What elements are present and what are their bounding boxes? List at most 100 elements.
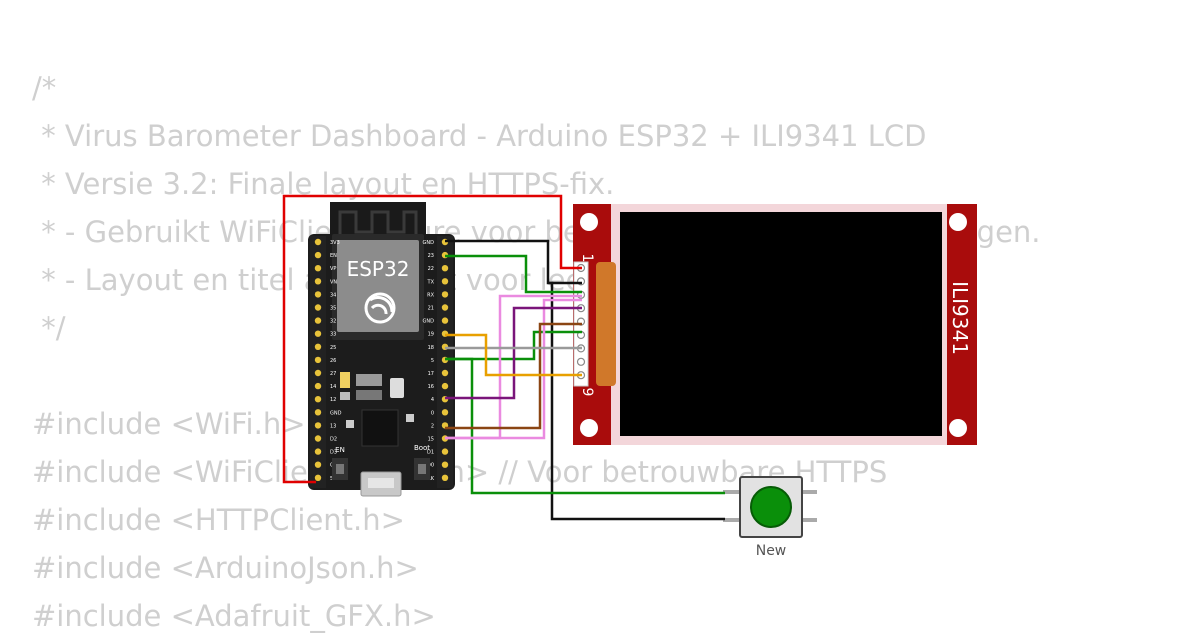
esp32-pin-label: 32 (330, 319, 336, 325)
esp32-pin-label: 19 (428, 332, 434, 338)
display-pin-first-label: 1 (579, 254, 595, 263)
esp32-pin-label: 5 (431, 358, 434, 364)
esp32-pin-label: 25 (330, 345, 336, 351)
esp32-pin[interactable] (441, 409, 449, 416)
esp32-pin[interactable] (314, 356, 322, 364)
esp32-pin-label: GND (330, 410, 342, 416)
esp32-pin-label: 27 (330, 371, 336, 377)
esp32-pin-label: D0 (427, 463, 434, 469)
pushbutton-label: New (756, 543, 787, 559)
esp32-pin[interactable] (314, 278, 322, 285)
esp32-pin[interactable] (314, 343, 322, 350)
esp32-pin-label: 21 (428, 306, 434, 312)
esp32-pin-label: D2 (330, 437, 337, 443)
code-line: /* (32, 71, 57, 105)
esp32-pin-label: 0 (431, 410, 434, 416)
esp32-pin[interactable] (314, 409, 322, 416)
esp32-pin-label: VP (330, 266, 336, 272)
mount-hole (949, 213, 967, 231)
mount-hole (949, 419, 967, 437)
esp32-pin[interactable] (441, 369, 449, 377)
esp32-pin[interactable] (441, 448, 449, 455)
code-line: * Virus Barometer Dashboard - Arduino ES… (32, 119, 927, 153)
esp32-pin-label: 4 (431, 397, 434, 403)
esp32-pin-label: 15 (428, 437, 434, 443)
esp32-pin-label: D3 (330, 450, 337, 456)
esp32-pin[interactable] (314, 304, 322, 311)
esp32-pin-label: GND (423, 319, 435, 325)
esp32-pin-label: D1 (427, 450, 434, 456)
usb-chip (361, 409, 399, 447)
wire-gnd-black (445, 239, 582, 285)
esp32-pin[interactable] (441, 291, 449, 298)
boot-label: Boot (414, 444, 430, 452)
code-line: #include <Adafruit_GFX.h> (32, 599, 436, 633)
esp32-board[interactable]: ESP32 3V3ENVPVN343532332526271412GND13D2… (308, 202, 455, 497)
esp32-pin-label: RX (427, 292, 434, 298)
esp32-pin[interactable] (314, 396, 322, 403)
esp32-pin[interactable] (314, 448, 322, 455)
esp32-pin[interactable] (314, 461, 322, 468)
wire-vcc-red (282, 194, 582, 484)
code-line: */ (32, 311, 66, 345)
esp32-pin[interactable] (441, 317, 449, 324)
esp32-pin[interactable] (314, 317, 322, 324)
pushbutton[interactable]: New (723, 476, 817, 559)
code-line: #include <HTTPClient.h> (32, 503, 405, 537)
esp32-pin-label: 17 (428, 371, 434, 377)
esp32-pin-label: 2 (431, 423, 434, 429)
esp32-pin[interactable] (441, 304, 449, 311)
esp32-pin-label: 18 (428, 345, 434, 351)
left-pin-labels: 3V3ENVPVN343532332526271412GND13D2D3CMD5… (330, 240, 342, 482)
esp32-pin-label: 12 (330, 397, 336, 403)
esp32-pin[interactable] (314, 422, 322, 429)
esp32-pin-label: 3V3 (330, 240, 340, 246)
regulator-component (356, 374, 382, 386)
ili9341-display[interactable]: 1 9 ILI9341 (573, 204, 977, 445)
wire-orange (445, 333, 582, 377)
esp32-pin-label: VN (330, 279, 337, 285)
mount-hole (580, 213, 598, 231)
esp32-pin[interactable] (441, 461, 449, 468)
esp32-pin-label: GND (423, 240, 435, 246)
esp32-label: ESP32 (347, 257, 410, 281)
display-flex-cable (596, 262, 616, 386)
en-label: EN (335, 446, 345, 454)
esp32-pin[interactable] (314, 238, 322, 246)
esp32-pin[interactable] (441, 474, 449, 481)
wires (282, 194, 725, 521)
led-component (340, 372, 350, 388)
esp32-shield (337, 240, 419, 332)
esp32-pin[interactable] (314, 265, 322, 272)
esp32-pin[interactable] (314, 382, 322, 390)
esp32-pin[interactable] (441, 265, 449, 272)
reset-chip (390, 378, 404, 398)
wire-purple-clk (445, 306, 582, 400)
esp32-pin[interactable] (314, 474, 322, 481)
esp32-pin-label: TX (427, 279, 435, 285)
esp32-pin[interactable] (314, 435, 322, 442)
display-label: ILI9341 (948, 281, 972, 355)
esp32-pin-label: 14 (330, 384, 336, 390)
esp32-pin-label: 35 (330, 306, 336, 312)
esp32-pin-label: 26 (330, 358, 336, 364)
esp32-pin-label: EN (330, 253, 337, 259)
esp32-pin-label: 16 (428, 384, 434, 390)
esp32-pin[interactable] (441, 382, 449, 390)
wire-pink-miso (445, 298, 582, 440)
esp32-pin-label: 13 (330, 423, 336, 429)
esp32-pin[interactable] (314, 251, 322, 259)
pushbutton-cap[interactable] (750, 486, 792, 528)
esp32-pin-label: 34 (330, 292, 336, 298)
mount-hole (580, 419, 598, 437)
espressif-logo-icon (364, 292, 396, 324)
wire-green-cs (445, 254, 582, 294)
esp32-pin-label: 22 (428, 266, 434, 272)
esp32-pin[interactable] (314, 330, 322, 337)
wire-green-dc (445, 330, 582, 361)
esp32-pin[interactable] (314, 291, 322, 298)
display-pin[interactable] (576, 357, 586, 366)
esp32-pin[interactable] (441, 278, 449, 285)
esp32-pin[interactable] (314, 369, 322, 377)
